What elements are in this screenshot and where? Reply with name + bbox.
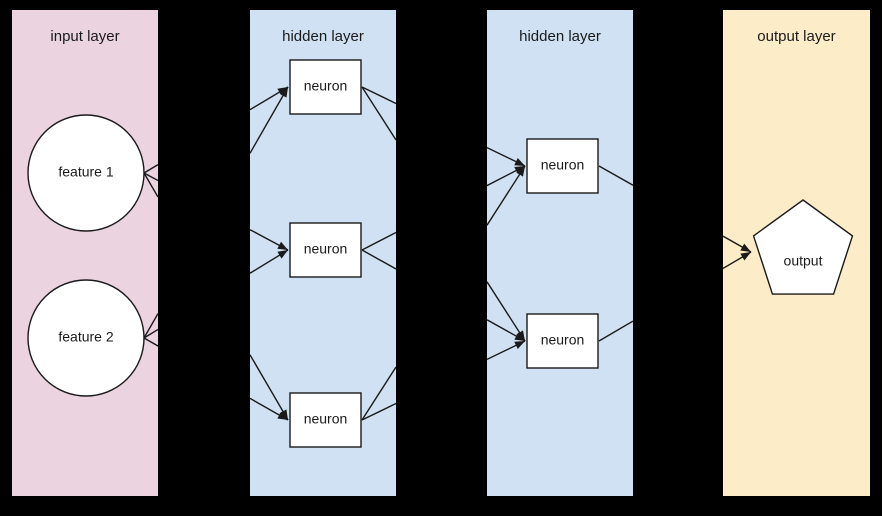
connection-line (143, 313, 158, 339)
node-rect[interactable] (526, 138, 599, 194)
arrowhead-icon (740, 252, 751, 261)
connection-line (143, 172, 158, 182)
arrowhead-icon (516, 166, 525, 177)
connection-line (361, 86, 396, 105)
input-layer-node-2[interactable]: feature 2 (27, 279, 145, 397)
output-layer-graphics: output (723, 199, 854, 295)
node-rect[interactable] (289, 222, 362, 278)
hidden-layer-2-panel: hidden layer neuron neuron (487, 10, 633, 496)
arrowhead-icon (279, 87, 288, 98)
input-layer-node-1[interactable]: feature 1 (27, 114, 145, 232)
hidden-layer-1-graphics: neuron neuron neuron (250, 59, 396, 448)
input-layer-graphics: feature 1 feature 2 (27, 114, 158, 397)
hidden-layer-2-node-1[interactable]: neuron (526, 138, 599, 194)
arrowhead-icon (740, 243, 751, 252)
node-ellipse[interactable] (27, 279, 145, 397)
node-label: neuron (541, 332, 585, 348)
node-pentagon[interactable] (752, 199, 854, 295)
connection-line (361, 402, 396, 421)
output-layer-panel: output layer output (723, 10, 870, 496)
connection-line (598, 165, 633, 186)
arrowhead-icon (277, 241, 288, 250)
node-label: neuron (304, 78, 348, 94)
node-rect[interactable] (526, 313, 599, 369)
connection-line (143, 337, 158, 347)
arrowhead-icon (514, 341, 525, 349)
hidden-layer-1-node-1[interactable]: neuron (289, 59, 362, 115)
connection-line (598, 320, 633, 342)
node-label: neuron (304, 411, 348, 427)
connection-line (250, 354, 289, 421)
connection-line (143, 164, 158, 174)
node-rect[interactable] (289, 59, 362, 115)
hidden-layer-1-title: hidden layer (282, 28, 364, 45)
hidden-layer-1-node-3[interactable]: neuron (289, 392, 362, 448)
node-ellipse[interactable] (27, 114, 145, 232)
node-rect[interactable] (289, 392, 362, 448)
output-layer-title: output layer (757, 28, 836, 45)
node-label: feature 1 (58, 164, 113, 180)
input-layer-title: input layer (50, 28, 120, 45)
connection-line (143, 172, 158, 198)
hidden-layer-1-panel: hidden layer neuron neuron neuron (250, 10, 396, 496)
hidden-layer-2-graphics: neuron neuron (487, 138, 633, 369)
hidden-layer-2-title: hidden layer (519, 28, 601, 45)
connection-line (361, 249, 396, 270)
connection-line (361, 366, 396, 421)
arrowhead-icon (277, 411, 288, 420)
node-label: neuron (304, 241, 348, 257)
connection-line (361, 231, 396, 251)
output-layer-node-1[interactable]: output (752, 199, 854, 295)
connection-line (361, 86, 396, 141)
connection-line (250, 86, 289, 154)
node-label: neuron (541, 157, 585, 173)
connection-line (487, 165, 526, 226)
connection-line (143, 328, 158, 339)
node-label: output (784, 253, 823, 269)
input-layer-panel: input layer feature 1 feature 2 (12, 10, 158, 496)
arrowhead-icon (514, 158, 525, 166)
hidden-layer-1-node-2[interactable]: neuron (289, 222, 362, 278)
connection-line (487, 281, 526, 342)
arrowhead-icon (514, 332, 525, 341)
node-label: feature 2 (58, 329, 113, 345)
arrowhead-icon (277, 250, 288, 259)
hidden-layer-2-node-2[interactable]: neuron (526, 313, 599, 369)
